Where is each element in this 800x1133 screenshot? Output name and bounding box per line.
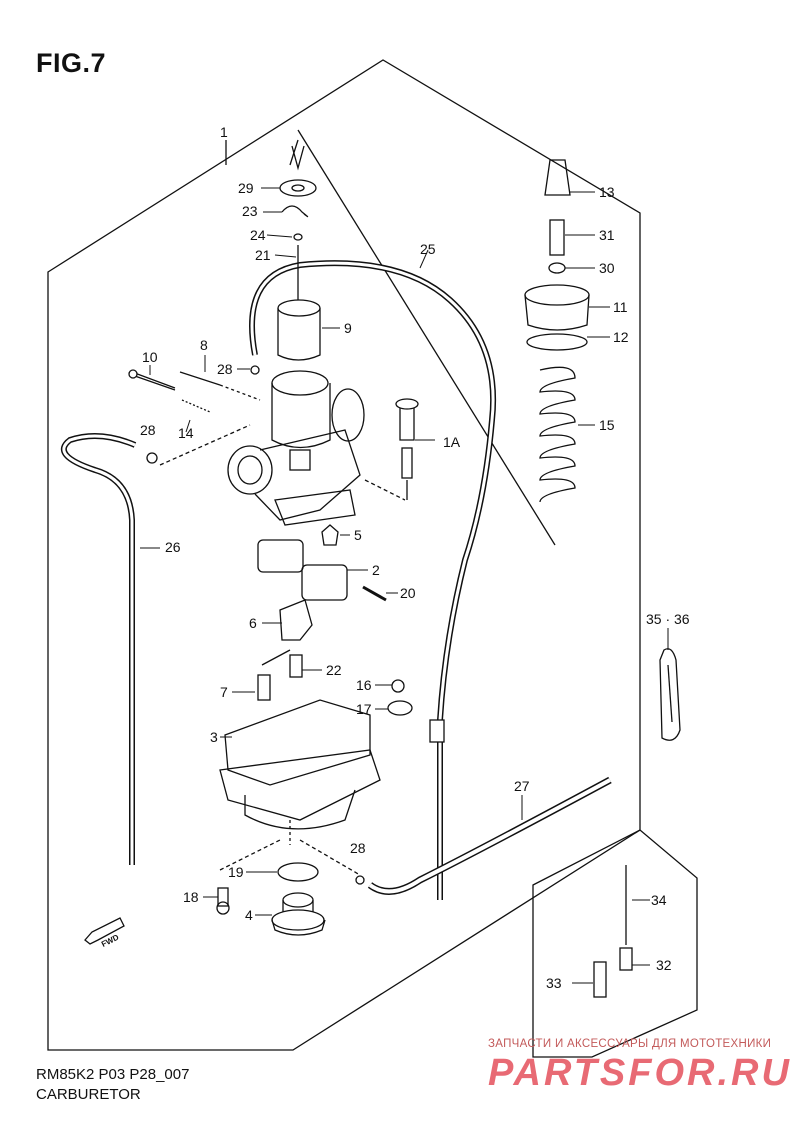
carburetor-body: [227, 370, 365, 526]
callout-label: 4: [245, 907, 253, 923]
callout-label: 28: [140, 422, 156, 438]
callout-label: 3: [210, 729, 218, 745]
watermark-tagline: ЗАПЧАСТИ И АКСЕССУАРЫ ДЛЯ МОТОТЕХНИКИ: [488, 1038, 772, 1050]
watermark-logo: PARTSFOR.RU: [488, 1052, 792, 1094]
callout-label: 2: [372, 562, 380, 578]
callout-label: 5: [354, 527, 362, 543]
callout-label: 24: [250, 227, 266, 243]
callout-label: 10: [142, 349, 158, 365]
callout-label: 30: [599, 260, 615, 276]
callout-label: 28: [217, 361, 233, 377]
callout-label: 9: [344, 320, 352, 336]
callout-label: 1A: [443, 434, 461, 450]
callout-label: 17: [356, 701, 372, 717]
assembly-outline: [47, 59, 641, 1051]
callout-label: 19: [228, 864, 244, 880]
drain-hose-26: [61, 433, 137, 865]
callout-label: 33: [546, 975, 562, 991]
jet-kit-outline: [532, 829, 698, 1058]
callout-label: 1: [220, 124, 228, 140]
callout-label: 32: [656, 957, 672, 973]
figure-title: FIG.7: [36, 48, 107, 78]
callout-label: 27: [514, 778, 530, 794]
callout-label: 7: [220, 684, 228, 700]
callout-label: 34: [651, 892, 667, 908]
callout-label: 15: [599, 417, 615, 433]
callout-label: 35 · 36: [646, 611, 690, 627]
callout-label: 6: [249, 615, 257, 631]
callout-label: 13: [599, 184, 615, 200]
callout-label: 21: [255, 247, 271, 263]
callout-label: 26: [165, 539, 181, 555]
callout-label: 12: [613, 329, 629, 345]
callout-label: 8: [200, 337, 208, 353]
overflow-hose-27: [367, 776, 612, 895]
callout-label: 28: [350, 840, 366, 856]
callout-label: 29: [238, 180, 254, 196]
cable-holder-35-36: [659, 648, 681, 741]
callout-label: 14: [178, 425, 194, 441]
callout-label: 20: [400, 585, 416, 601]
callout-label: 18: [183, 889, 199, 905]
callout-label: 11: [613, 299, 628, 315]
callout-label: 25: [420, 241, 436, 257]
throttle-spring-15: [539, 366, 576, 503]
callout-label: 16: [356, 677, 372, 693]
fwd-arrow-icon: [84, 917, 125, 945]
fwd-label: FWD: [100, 933, 121, 949]
callout-label: 31: [599, 227, 615, 243]
callout-label: 23: [242, 203, 258, 219]
model-code: RM85K2 P03 P28_007: [36, 1066, 190, 1083]
callout-label: 22: [326, 662, 342, 678]
figure-name: CARBURETOR: [36, 1086, 141, 1103]
float-chamber-gasket-3: [224, 699, 371, 786]
